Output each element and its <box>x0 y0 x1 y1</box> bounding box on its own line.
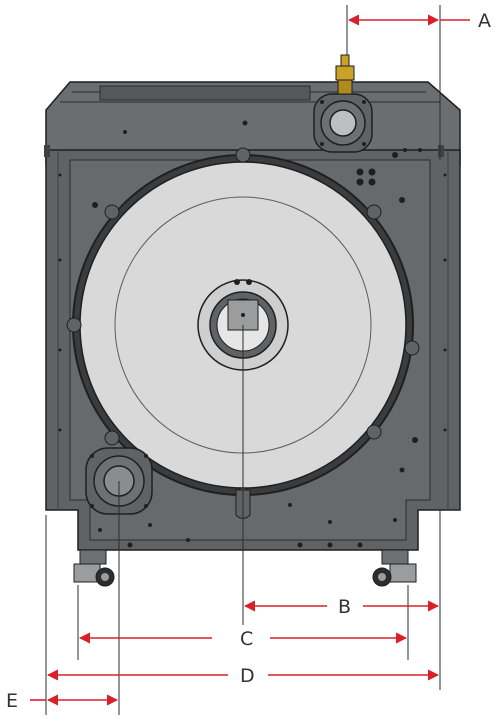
dimension-b: B <box>245 596 438 618</box>
valve-fitting <box>336 55 354 94</box>
dimension-c: C <box>80 628 406 650</box>
dimension-b-label: B <box>338 596 351 618</box>
inlet-flange <box>314 94 372 152</box>
dimension-e-label: E <box>6 690 18 712</box>
dimension-d: D <box>48 665 438 687</box>
dimension-d-label: D <box>240 665 255 687</box>
dimension-c-label: C <box>240 628 253 650</box>
foot-right <box>373 550 416 586</box>
dimension-a-label: A <box>478 10 491 32</box>
foot-left <box>74 550 114 586</box>
dimension-e: E <box>6 690 117 712</box>
dimension-a: A <box>349 10 491 32</box>
